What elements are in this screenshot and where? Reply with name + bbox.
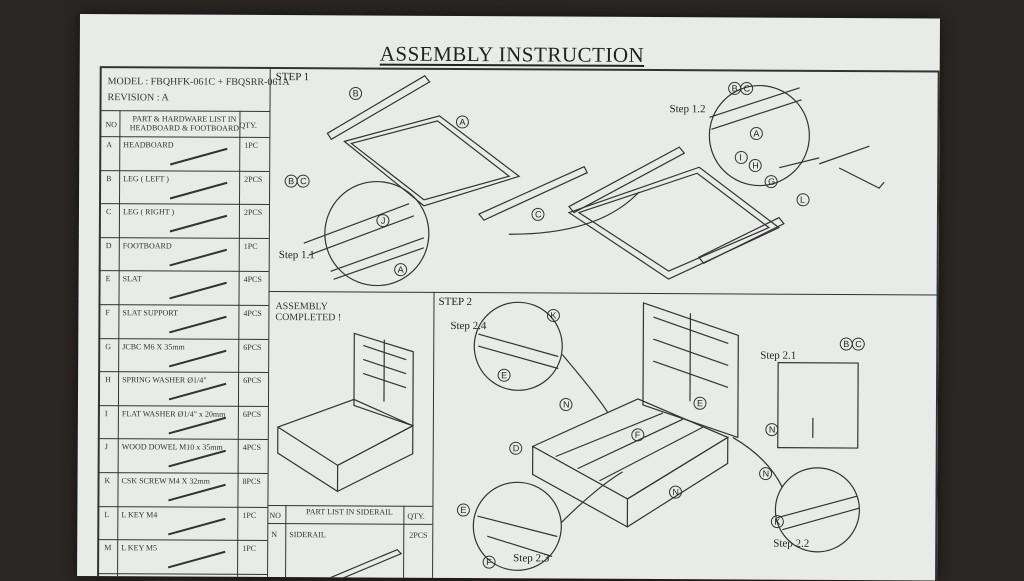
svg-text:K: K — [550, 310, 556, 320]
svg-text:B: B — [353, 88, 359, 98]
part-row-illustration — [168, 450, 226, 468]
svg-text:J: J — [381, 216, 386, 226]
part-row-illustration — [169, 282, 227, 300]
svg-text:N: N — [769, 425, 776, 435]
svg-text:E: E — [460, 505, 466, 515]
svg-text:C: C — [535, 209, 542, 219]
svg-text:F: F — [486, 557, 492, 567]
svg-text:G: G — [768, 177, 775, 187]
part-row-illustration — [168, 483, 226, 502]
svg-text:C: C — [300, 176, 307, 186]
siderail-header-qty: QTY. — [407, 511, 425, 521]
step1-diagram: B A C J A B C B C A I H G L — [284, 75, 885, 287]
siderail-drawing — [315, 548, 403, 581]
part-row-illustration — [168, 416, 227, 435]
part-row-illustration — [167, 550, 226, 569]
part-row-illustration — [168, 382, 227, 401]
part-row-illustration — [168, 349, 227, 368]
svg-text:E: E — [501, 370, 507, 380]
completed-bed-drawing — [276, 332, 415, 493]
part-row-illustration — [168, 517, 226, 536]
svg-text:B: B — [843, 339, 849, 349]
svg-text:B: B — [732, 83, 738, 93]
siderail-header-no: NO — [269, 510, 281, 521]
svg-text:B: B — [288, 176, 294, 186]
svg-text:E: E — [697, 398, 703, 408]
svg-text:N: N — [763, 469, 770, 479]
svg-text:I: I — [739, 152, 742, 162]
part-row-illustration — [169, 248, 228, 267]
svg-text:C: C — [855, 339, 862, 349]
svg-text:A: A — [398, 265, 404, 275]
part-row-illustration — [169, 147, 228, 166]
siderail-row-no: N — [271, 530, 278, 540]
svg-text:N: N — [563, 400, 570, 410]
svg-text:A: A — [459, 117, 465, 127]
part-row-illustration — [169, 214, 228, 233]
instruction-sheet: ASSEMBLY INSTRUCTION MODEL : FBQHFK-061C… — [77, 14, 940, 581]
svg-text:N: N — [672, 487, 679, 497]
svg-text:K: K — [774, 517, 780, 527]
svg-text:C: C — [744, 83, 751, 93]
svg-text:F: F — [635, 430, 641, 440]
part-row-illustration — [169, 181, 228, 200]
svg-text:L: L — [800, 195, 805, 205]
svg-text:H: H — [752, 161, 759, 171]
siderail-header-part: PART LIST IN SIDERAIL — [306, 507, 393, 517]
part-row-illustration — [169, 315, 227, 334]
siderail-row-qty: 2PCS — [409, 530, 428, 540]
svg-text:A: A — [753, 129, 759, 139]
svg-text:D: D — [513, 443, 520, 453]
step2-diagram: K E N E F D N E F B C N N K — [456, 301, 865, 571]
